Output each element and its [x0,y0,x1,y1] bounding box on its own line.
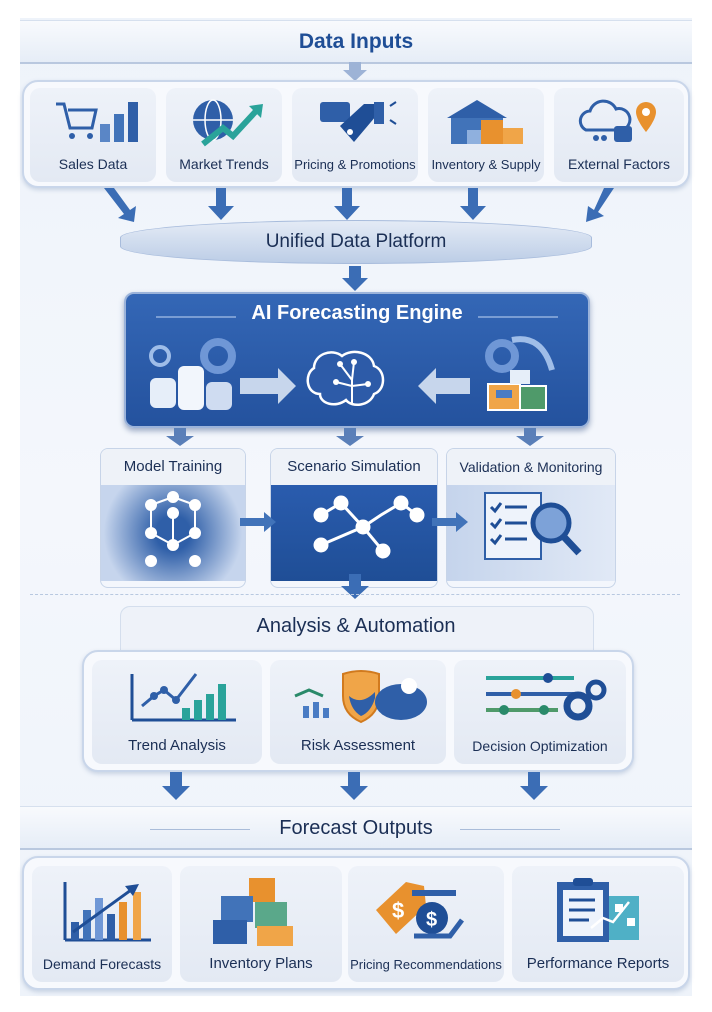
input-card-sales-data[interactable]: Sales Data [30,88,156,182]
output-label: Demand Forecasts [42,956,162,972]
arrow-icon [166,428,194,446]
pipeline-validation-monitoring[interactable]: Validation & Monitoring [446,448,616,588]
input-label: Pricing & Promotions [294,157,416,172]
bar-chart-arrow-icon [63,882,151,942]
unified-data-platform [120,220,592,264]
arrow-icon [340,772,368,800]
dashed-divider [30,594,680,595]
arrow-icon [334,188,360,220]
input-label: Market Trends [179,156,269,172]
pipeline-model-training[interactable]: Model Training [100,448,246,588]
input-card-inventory[interactable]: Inventory & Supply [428,88,544,182]
analysis-output-arrows [162,772,548,800]
analysis-card-risk[interactable]: Risk Assessment [270,660,446,764]
input-label: External Factors [568,156,670,172]
analysis-label: Decision Optimization [472,738,608,754]
analysis-label: Trend Analysis [128,737,226,754]
pipeline-label: Scenario Simulation [271,449,437,485]
outputs-group: Demand Forecasts Inventory Plans $$ Pric… [22,856,690,990]
arrow-icon [586,188,614,222]
warehouse-boxes-icon [447,100,523,144]
input-card-pricing[interactable]: Pricing & Promotions [292,88,418,182]
arrow-right-icon [240,512,276,532]
price-tag-dollar-icon: $$ [376,882,464,939]
input-flow-arrows [104,188,614,222]
engine-illustration [149,336,555,411]
engine-title: AI Forecasting Engine [251,302,463,324]
divider [150,829,250,830]
scenario-graph-icon [271,485,437,581]
ai-forecasting-engine: AI Forecasting Engine [124,292,590,428]
output-card-demand[interactable]: Demand Forecasts [32,866,172,982]
trend-chart-icon [130,673,236,722]
input-card-market-trends[interactable]: Market Trends [166,88,282,182]
gear-icon [485,339,519,373]
arrow-right-icon [432,512,468,532]
engine-output-arrows [166,428,544,446]
pipeline-scenario-simulation[interactable]: Scenario Simulation [270,448,438,588]
data-inputs-title: Data Inputs [298,30,414,53]
package-icon [487,370,547,411]
brain-icon [306,350,385,407]
arrow-icon [104,188,136,222]
globe-trend-icon [193,99,263,147]
platform-title: Unified Data Platform [265,231,447,252]
input-card-external[interactable]: External Factors [554,88,684,182]
arrow-down-icon [342,266,368,291]
arrow-icon [208,188,234,220]
cloud-location-icon [578,99,656,142]
svg-text:$: $ [426,909,437,931]
analysis-group: Trend Analysis Risk Assessment Decision … [82,650,634,772]
outputs-title: Forecast Outputs [279,817,433,839]
output-card-performance[interactable]: Performance Reports [512,866,684,982]
output-label: Performance Reports [526,955,670,972]
pipeline-label: Model Training [101,449,245,485]
pipeline-label: Validation & Monitoring [447,449,615,485]
analysis-title: Analysis & Automation [256,615,456,637]
input-label: Inventory & Supply [431,157,541,172]
arrow-icon [520,772,548,800]
input-label: Sales Data [58,156,128,172]
stacked-boxes-icon [213,878,293,946]
clipboard-report-icon [557,878,639,942]
output-label: Inventory Plans [209,955,313,972]
arrow-icon [336,428,364,446]
pipeline-group: Model Training Scenario Simulation Valid… [100,448,616,588]
arrow-right-icon [240,368,296,404]
checklist-magnifier-icon [447,485,615,581]
refresh-icon [511,336,555,371]
gear-icon [149,338,236,374]
output-card-pricing[interactable]: $$ Pricing Recommendations [348,866,504,982]
shield-risk-icon [294,670,427,724]
divider [478,316,558,318]
analysis-card-decision[interactable]: Decision Optimization [454,660,626,764]
analysis-label: Risk Assessment [300,737,416,754]
divider [460,829,560,830]
arrow-down-icon [343,62,367,81]
output-label: Pricing Recommendations [350,957,502,972]
svg-text:$: $ [392,898,404,923]
database-icon [150,366,232,410]
arrow-icon [460,188,486,220]
data-inputs-group: Sales Data Market Trends Pricing & Promo… [22,80,690,188]
outputs-header [20,806,692,850]
analysis-card-trend[interactable]: Trend Analysis [92,660,262,764]
divider [156,316,236,318]
arrow-down-icon [341,574,369,599]
price-tag-megaphone-icon [320,101,397,142]
arrow-icon [162,772,190,800]
shopping-cart-chart-icon [56,102,138,142]
arrow-icon [516,428,544,446]
neural-network-icon [101,485,245,581]
output-card-inventory[interactable]: Inventory Plans [180,866,342,982]
data-inputs-header [20,20,692,64]
arrow-left-icon [418,368,470,404]
sliders-gears-icon [486,673,607,721]
